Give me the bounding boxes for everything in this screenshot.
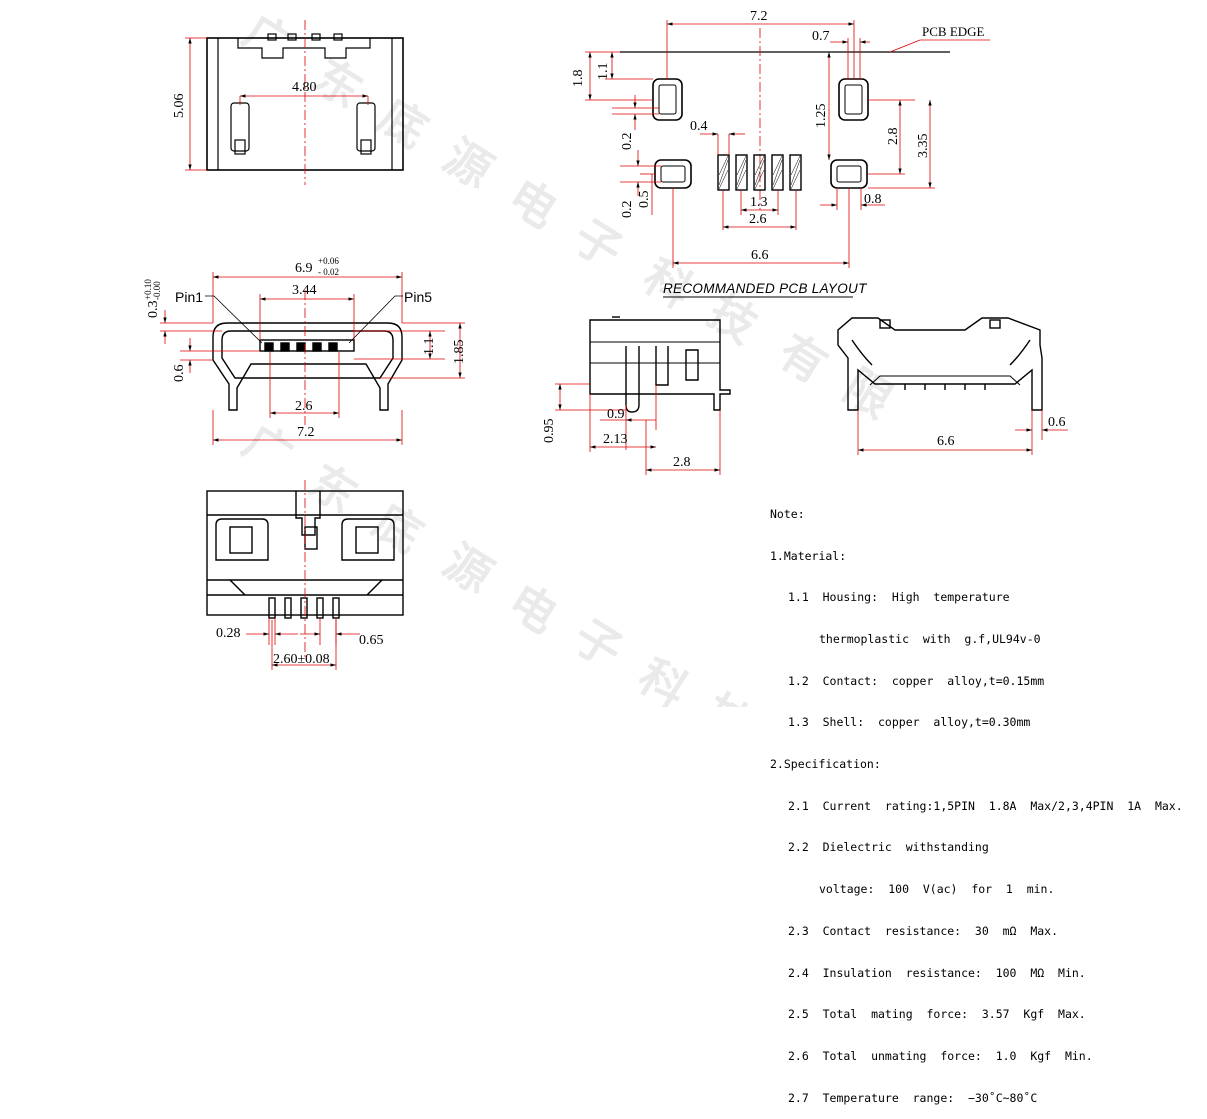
notes-block: Note: 1.Material: 1.1 Housing: High temp… (770, 480, 1183, 1119)
dim-front-opening: 3.44 (292, 283, 317, 298)
note-line: 2.5 Total mating force: 3.57 Kgf Max. (788, 1007, 1086, 1022)
dim-front-tol-minus: - 0.02 (318, 267, 339, 277)
top-view (185, 20, 404, 185)
wm-char: 电 (499, 574, 567, 644)
note-line: voltage: 100 V(ac) for 1 min. (819, 882, 1055, 897)
dim-bottom-lead-width: 0.28 (216, 626, 241, 641)
pcb-dim-1-8: 1.8 (571, 70, 586, 88)
wm-char: 东 (299, 454, 367, 524)
front-view (160, 272, 465, 445)
mechanical-drawing: 广 东 底 源 电 子 科 技 有 限 广 东 底 源 电 子 科 技 (143, 4, 1068, 707)
note-line: 2.3 Contact resistance: 30 mΩ Max. (788, 923, 1059, 938)
pcb-dim-1-3: 1.3 (750, 195, 768, 210)
rear-dim-width: 6.6 (937, 434, 955, 449)
pcb-dim-0-5: 0.5 (637, 191, 652, 209)
wm-char: 技 (694, 684, 762, 707)
pcb-edge-label: PCB EDGE (922, 24, 985, 39)
pcb-dim-top-width: 7.2 (750, 9, 768, 24)
dim-front-shell-width: 7.2 (297, 425, 315, 440)
label-pin5: Pin5 (404, 289, 432, 305)
pcb-dim-0-2a: 0.2 (620, 133, 635, 151)
dim-front-top-offset: 0.3 (146, 301, 161, 319)
label-pin1: Pin1 (175, 289, 203, 305)
rear-view (837, 317, 1068, 455)
note-line: 2.7 Temperature range: −30˚C~80˚C (788, 1090, 1038, 1105)
note-line: thermoplastic with g.f,UL94v-0 (819, 631, 1041, 646)
wm-char: 科 (629, 649, 697, 707)
note-line: 1.2 Contact: copper alloy,t=0.15mm (788, 673, 1045, 688)
pcb-dim-slot: 0.7 (812, 29, 830, 44)
pcb-dim-0-8: 0.8 (864, 192, 882, 207)
dim-front-tol-plus: +0.06 (318, 256, 339, 266)
wm-char: 源 (434, 534, 502, 604)
dim-top-width: 4.80 (292, 80, 317, 95)
note-line: 2.1 Current rating:1,5PIN 1.8A Max/2,3,4… (788, 798, 1183, 813)
side-dim-0-9: 0.9 (607, 407, 625, 422)
pcb-dim-0-4: 0.4 (690, 119, 708, 134)
dim-bottom-pitch-span: 2.60±0.08 (273, 652, 330, 667)
dim-front-1-1: 1.1 (422, 338, 437, 356)
pcb-layout-title: RECOMMANDED PCB LAYOUT (663, 281, 868, 296)
dim-front-pitch-span: 2.6 (295, 399, 313, 414)
dim-front-0-6: 0.6 (172, 365, 187, 383)
pcb-dim-2-6: 2.6 (749, 212, 767, 227)
wm-char: 有 (769, 324, 837, 394)
dim-front-1-85: 1.85 (452, 340, 467, 365)
pcb-dim-1-1: 1.1 (596, 63, 611, 81)
side-view (555, 316, 731, 475)
bottom-view (206, 480, 404, 670)
dim-front-overall: 6.9 (295, 261, 313, 276)
dim-front-top-tol-plus: +0.10 (143, 279, 153, 300)
note-line: 1.1 Housing: High temperature (788, 590, 1010, 605)
dim-front-top-tol-minus: -0.00 (152, 281, 162, 300)
pcb-layout (585, 20, 990, 268)
pcb-dim-6-6: 6.6 (751, 248, 769, 263)
rear-dim-leg: 0.6 (1048, 415, 1066, 430)
wm-char: 子 (564, 209, 632, 279)
wm-char: 广 (234, 414, 302, 484)
pcb-dim-2-8: 2.8 (886, 128, 901, 146)
wm-char: 子 (564, 609, 632, 679)
dim-bottom-lead-pitch: 0.65 (359, 633, 384, 648)
note-line: 2.Specification: (770, 757, 881, 772)
dim-top-height: 5.06 (172, 94, 187, 119)
note-line: 1.3 Shell: copper alloy,t=0.30mm (788, 715, 1031, 730)
note-line: 2.6 Total unmating force: 1.0 Kgf Min. (788, 1048, 1093, 1063)
side-dim-2-8: 2.8 (673, 455, 691, 470)
wm-char: 源 (434, 129, 502, 199)
note-line: 2.4 Insulation resistance: 100 MΩ Min. (788, 965, 1086, 980)
wm-char: 电 (499, 169, 567, 239)
side-dim-0-95: 0.95 (542, 419, 557, 444)
note-line: 1.Material: (770, 548, 847, 563)
side-dim-2-13: 2.13 (603, 432, 628, 447)
pcb-dim-1-25: 1.25 (814, 104, 829, 129)
notes-heading: Note: (770, 506, 805, 521)
pcb-dim-0-2b: 0.2 (620, 201, 635, 219)
wm-char: 限 (834, 359, 902, 429)
pcb-dim-3-35: 3.35 (916, 134, 931, 159)
note-line: 2.2 Dielectric withstanding (788, 840, 989, 855)
